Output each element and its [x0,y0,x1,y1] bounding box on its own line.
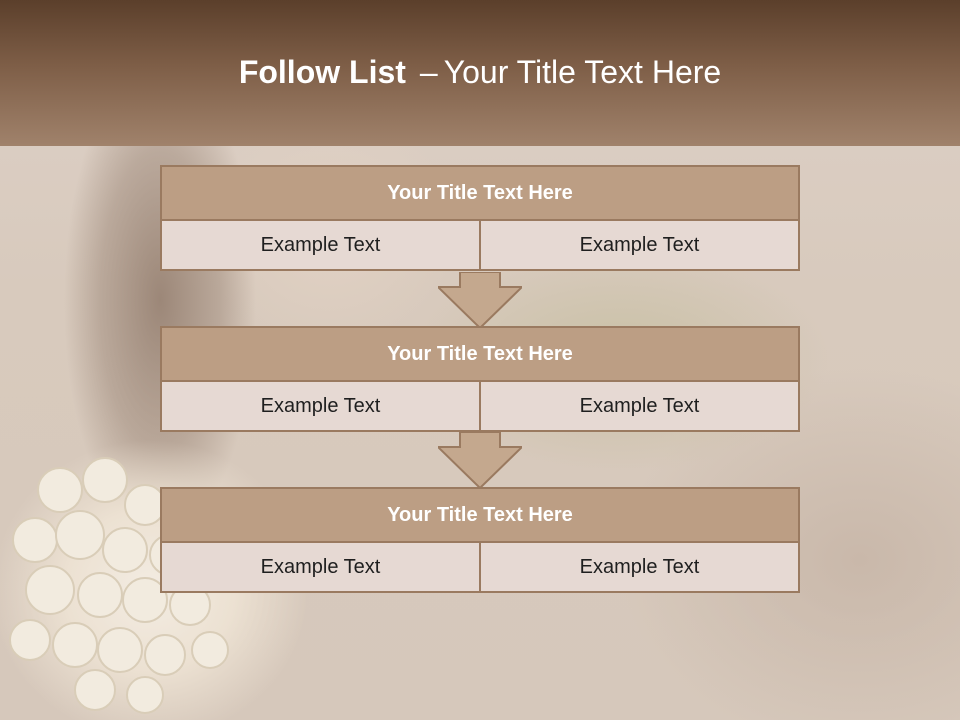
slide-title-rest: Your Title Text Here [443,54,722,90]
slide-title-dash: – [419,54,438,90]
down-arrow-icon [438,432,522,490]
title-bar: Follow List–Your Title Text Here [0,0,960,146]
block-title: Your Title Text Here [160,326,800,382]
block-row: Example Text Example Text [160,382,800,432]
slide-title-bold: Follow List [238,54,406,90]
block-row: Example Text Example Text [160,221,800,271]
list-block-2: Your Title Text Here Example Text Exampl… [160,326,800,432]
block-row: Example Text Example Text [160,543,800,593]
slide-title: Follow List–Your Title Text Here [0,54,960,91]
list-block-1: Your Title Text Here Example Text Exampl… [160,165,800,271]
block-left-cell: Example Text [160,543,481,593]
block-title: Your Title Text Here [160,165,800,221]
list-block-3: Your Title Text Here Example Text Exampl… [160,487,800,593]
block-left-cell: Example Text [160,221,481,271]
block-title: Your Title Text Here [160,487,800,543]
block-right-cell: Example Text [481,543,800,593]
block-left-cell: Example Text [160,382,481,432]
block-right-cell: Example Text [481,221,800,271]
down-arrow-icon [438,272,522,330]
block-right-cell: Example Text [481,382,800,432]
